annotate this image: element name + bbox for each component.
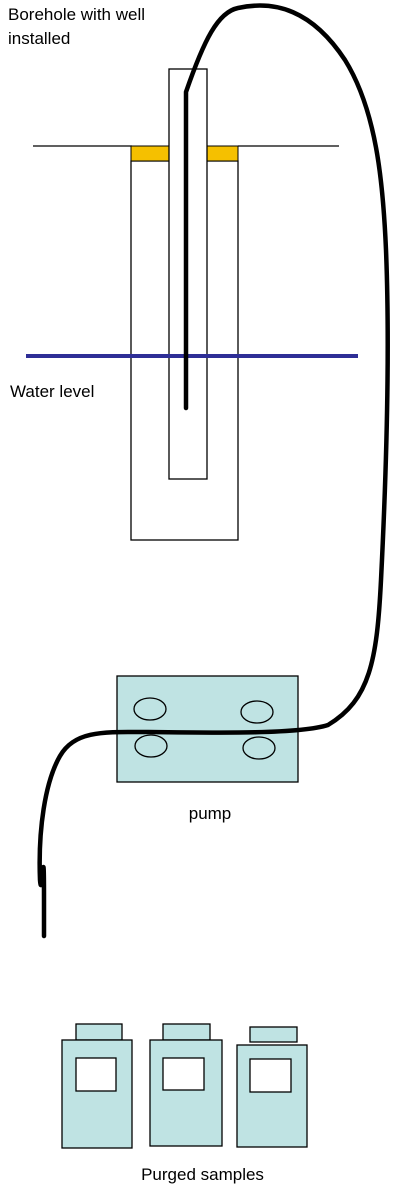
bottle-label [75, 1057, 117, 1092]
bottle-cap [249, 1026, 298, 1043]
title-line-1: Borehole with well [8, 5, 146, 24]
pump [116, 675, 299, 783]
bottle-body [149, 1039, 223, 1147]
bottle-cap [75, 1023, 123, 1041]
sample-bottle [61, 1023, 133, 1149]
pump-roller [133, 697, 167, 721]
pump-roller [240, 700, 274, 724]
bottle-label [249, 1058, 292, 1093]
seal-right [206, 145, 239, 162]
seal-left [130, 145, 170, 162]
bottle-body [61, 1039, 133, 1149]
water-level-label: Water level [10, 382, 95, 401]
bottle-label [162, 1057, 205, 1091]
sampling-tubing [37, 3, 390, 939]
title-line-2: installed [8, 29, 71, 48]
pump-roller [242, 736, 276, 760]
pump-roller [134, 734, 168, 758]
bottle-cap [162, 1023, 211, 1041]
pump-label: pump [188, 804, 232, 823]
sample-bottle [236, 1026, 308, 1148]
sample-bottle [149, 1023, 223, 1147]
diagram-title: Borehole with well installed [8, 3, 145, 51]
samples-label: Purged samples [141, 1165, 264, 1184]
